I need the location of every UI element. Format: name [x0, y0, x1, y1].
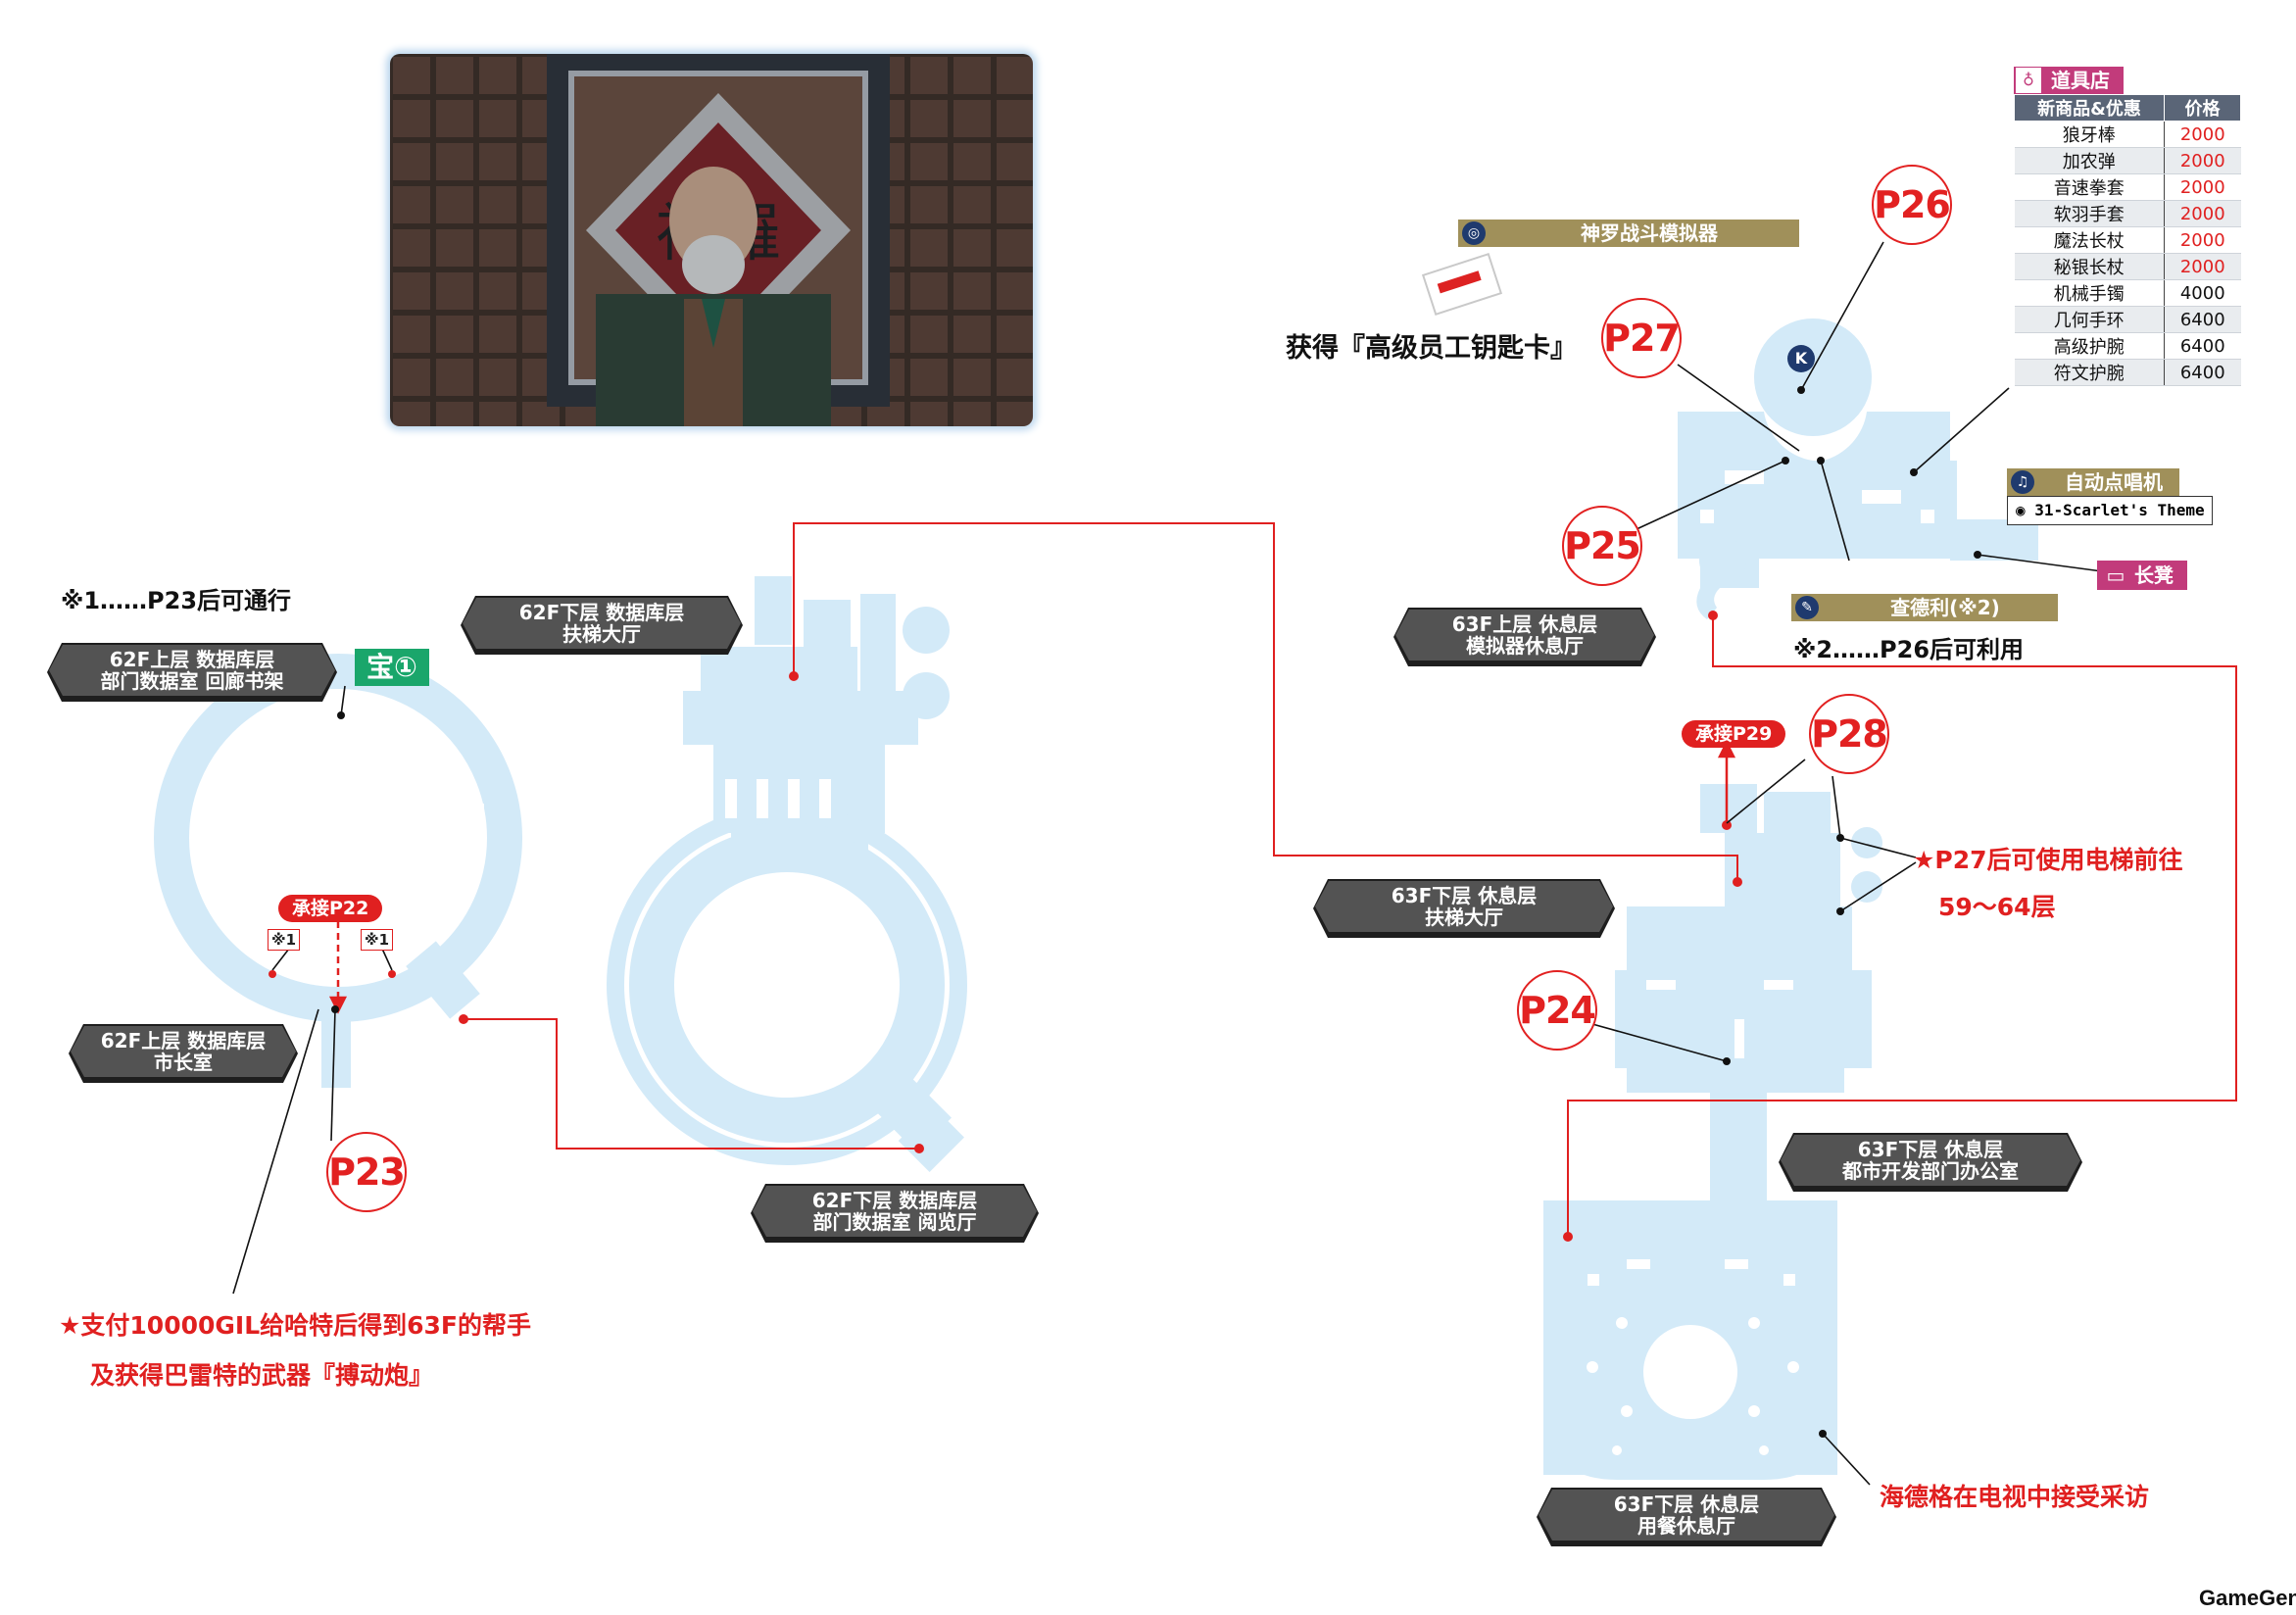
tag-63f-upper-sim: 63F上层 休息层模拟器休息厅 — [1393, 608, 1656, 666]
shop-header: ♁ 道具店 — [2014, 67, 2124, 94]
label-simulator: ◎ 神罗战斗模拟器 — [1458, 220, 1799, 247]
shop-bag-icon: ♁ — [2016, 68, 2041, 93]
note-heidegger: 海德格在电视中接受采访 — [1880, 1483, 2150, 1511]
col-item: 新商品&优惠 — [2014, 94, 2165, 122]
leader-dots — [331, 386, 1981, 1438]
room-63f-upper-lounge — [1678, 318, 2038, 619]
connection-lines — [464, 522, 2237, 1237]
keycard-note: 获得『高级员工钥匙卡』 — [1286, 333, 1577, 364]
disc-icon: ◉ — [2016, 501, 2035, 519]
treasure-marker: 宝① — [355, 649, 429, 686]
ref-p28-circle[interactable]: P28 — [1809, 694, 1889, 774]
shop-item-name: 狼牙棒 — [2014, 121, 2165, 148]
label-jukebox: ♫ 自动点唱机 — [2007, 468, 2179, 496]
cutscene-photo: 神羅 — [390, 54, 1033, 426]
shop-item-price: 6400 — [2164, 332, 2241, 360]
room-details — [725, 470, 1934, 1455]
charlie-icon: ✎ — [1795, 596, 1819, 619]
shop-item-name: 高级护腕 — [2014, 332, 2165, 360]
red-arrows — [328, 740, 1736, 1014]
note-charlie-condition: ※2……P26后可利用 — [1793, 636, 2025, 663]
link-62f-stairs — [793, 522, 1738, 882]
map-rooms — [154, 318, 2038, 1480]
ref-p25-circle[interactable]: P25 — [1562, 506, 1642, 586]
shop-item-name: 音速拳套 — [2014, 173, 2165, 201]
ref-p22-pill[interactable]: 承接P22 — [278, 895, 383, 922]
room-62f-lower-complex — [607, 576, 967, 1172]
jukebox-track: ◉ 31-Scarlet's Theme — [2007, 496, 2213, 525]
tag-62f-upper-archive: 62F上层 数据库层部门数据室 回廊书架 — [47, 643, 337, 702]
tag-63f-lower-office: 63F下层 休息层都市开发部门办公室 — [1779, 1133, 2082, 1192]
shop-item-price: 6400 — [2164, 306, 2241, 333]
shop-item-price: 2000 — [2164, 226, 2241, 254]
shop-item-name: 机械手镯 — [2014, 279, 2165, 307]
gate-dots — [269, 970, 396, 978]
k-marker-icon: K — [1787, 345, 1815, 372]
ref-p29-pill[interactable]: 承接P29 — [1682, 720, 1786, 748]
gate-marker-right: ※1 — [361, 929, 394, 951]
note-gate-condition: ※1……P23后可通行 — [61, 587, 292, 614]
note-elevator-line2: 59～64层 — [1938, 893, 2056, 921]
label-bench: ▭长凳 — [2097, 561, 2187, 590]
link-62f-reading — [464, 1018, 919, 1150]
shop-item-name: 秘银长杖 — [2014, 253, 2165, 280]
tag-63f-lower-dining: 63F下层 休息层用餐休息厅 — [1537, 1488, 1836, 1546]
ref-p27-circle[interactable]: P27 — [1601, 298, 1682, 378]
ref-p26-circle[interactable]: P26 — [1872, 165, 1952, 245]
ref-p23-circle[interactable]: P23 — [326, 1132, 407, 1212]
shop-item-name: 几何手环 — [2014, 306, 2165, 333]
shop-item-price: 2000 — [2164, 173, 2241, 201]
shop-item-name: 软羽手套 — [2014, 200, 2165, 227]
ref-p24-circle[interactable]: P24 — [1517, 970, 1597, 1051]
shop-item-name: 加农弹 — [2014, 147, 2165, 174]
col-price: 价格 — [2164, 94, 2241, 122]
link-63f-side — [1567, 615, 2237, 1237]
shop-item-price: 2000 — [2164, 253, 2241, 280]
shop-item-price: 2000 — [2164, 200, 2241, 227]
jukebox-icon: ♫ — [2011, 470, 2034, 494]
shop-item-name: 符文护腕 — [2014, 359, 2165, 386]
shop-item-name: 魔法长杖 — [2014, 226, 2165, 254]
tag-63f-lower-escalator: 63F下层 休息层扶梯大厅 — [1313, 879, 1615, 938]
bench-icon: ▭ — [2106, 563, 2125, 587]
room-63f-lower-complex — [1543, 784, 1882, 1480]
cutscene-illustration: 神羅 — [390, 54, 1033, 426]
tag-62f-lower-reading: 62F下层 数据库层部门数据室 阅览厅 — [751, 1184, 1039, 1243]
note-elevator-line1: ★P27后可使用电梯前往 — [1913, 846, 2183, 874]
shop-item-price: 2000 — [2164, 121, 2241, 148]
gate-marker-left: ※1 — [268, 929, 301, 951]
red-dots — [459, 611, 1742, 1242]
tag-62f-lower-escalator: 62F下层 数据库层扶梯大厅 — [461, 596, 743, 655]
note-hart-line2: 及获得巴雷特的武器『搏动炮』 — [90, 1361, 434, 1390]
watermark: GameGene — [2199, 1586, 2296, 1610]
label-charlie: ✎ 查德利(※2) — [1791, 594, 2058, 621]
shop-item-price: 4000 — [2164, 279, 2241, 307]
leader-lines — [232, 241, 2103, 1486]
simulator-icon: ◎ — [1462, 221, 1486, 245]
note-hart-line1: ★支付10000GIL给哈特后得到63F的帮手 — [59, 1311, 532, 1340]
shop-item-price: 2000 — [2164, 147, 2241, 174]
tag-62f-upper-mayor: 62F上层 数据库层市长室 — [69, 1024, 298, 1083]
shop-item-price: 6400 — [2164, 359, 2241, 386]
